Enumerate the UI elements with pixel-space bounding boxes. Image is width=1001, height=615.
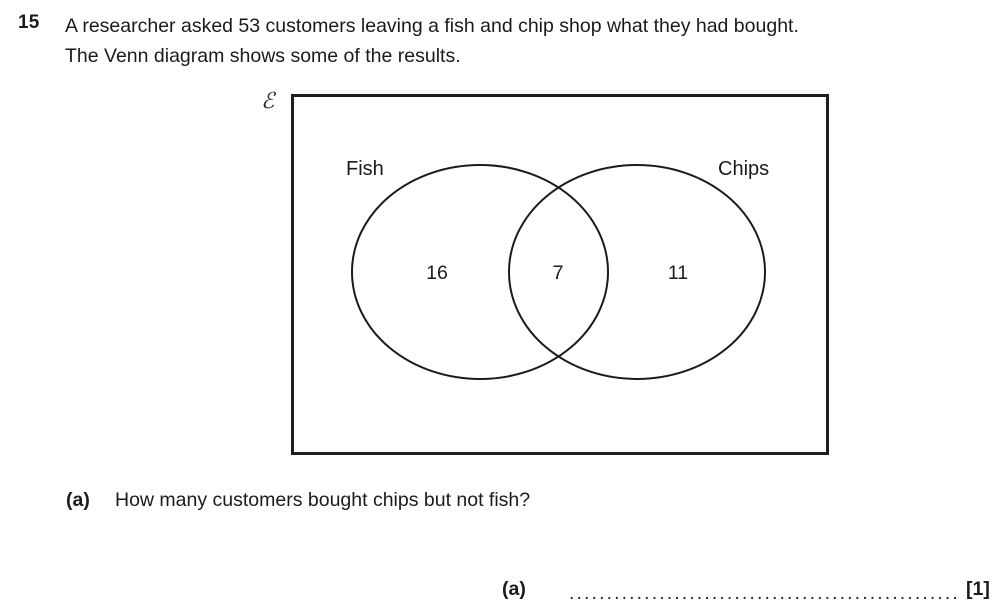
universal-set-rectangle	[291, 94, 829, 455]
answer-part-label: (a)	[502, 578, 526, 600]
chips-only-count: 11	[667, 262, 689, 284]
fish-set-circle	[351, 164, 609, 380]
answer-dotted-line[interactable]: ........................................…	[569, 582, 961, 602]
question-text: A researcher asked 53 customers leaving …	[65, 11, 975, 71]
question-number: 15	[18, 12, 40, 33]
answer-marks-badge: [1]	[966, 578, 990, 600]
universal-set-symbol: ℰ	[261, 89, 275, 114]
question-part-a: (a) How many customers bought chips but …	[0, 489, 1001, 523]
part-a-label: (a)	[66, 489, 90, 511]
question-stem: 15 A researcher asked 53 customers leavi…	[0, 8, 1001, 78]
chips-set-label: Chips	[718, 158, 770, 180]
chips-set-circle	[508, 164, 766, 380]
answer-row: (a) ....................................…	[0, 578, 1001, 610]
venn-diagram-graphic	[291, 94, 829, 455]
question-text-line-1: A researcher asked 53 customers leaving …	[65, 15, 799, 37]
fish-only-count: 16	[426, 262, 448, 284]
part-a-text: How many customers bought chips but not …	[115, 489, 531, 511]
question-text-line-2: The Venn diagram shows some of the resul…	[65, 45, 461, 67]
fish-set-label: Fish	[346, 158, 384, 180]
fish-and-chips-count: 7	[552, 262, 564, 284]
venn-diagram-figure: ℰ Fish Chips 16 7 11	[250, 85, 850, 465]
